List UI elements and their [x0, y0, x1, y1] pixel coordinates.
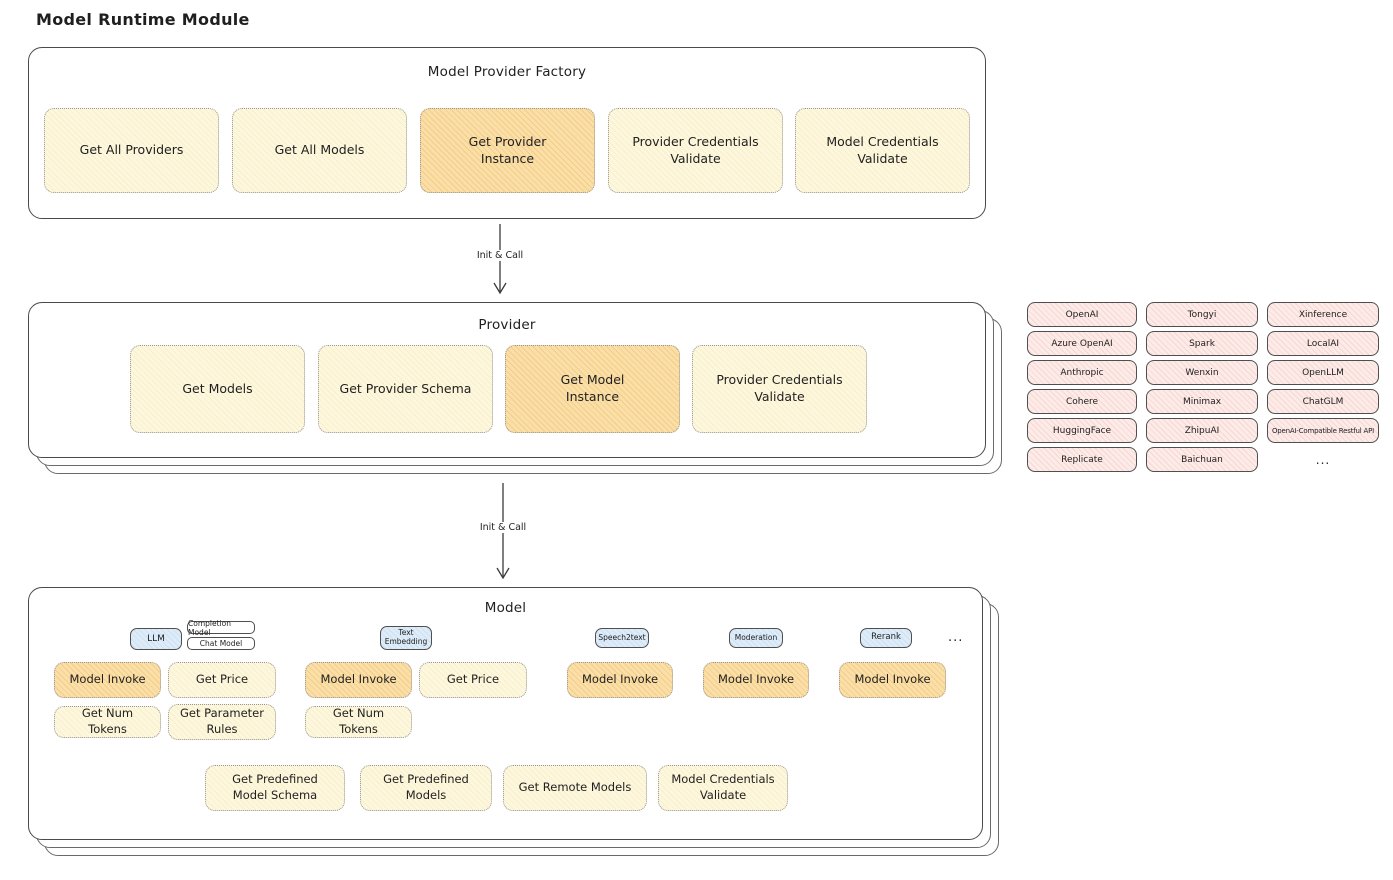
tag-speech2text: Speech2text	[595, 628, 649, 648]
provider-chip-openllm: OpenLLM	[1267, 360, 1379, 385]
model-panel-title: Model	[484, 600, 527, 616]
node-llm-get-parameter-rules: Get Parameter Rules	[168, 704, 276, 740]
tag-moderation: Moderation	[729, 628, 783, 648]
node-embedding-model-invoke: Model Invoke	[305, 662, 412, 698]
provider-chip-cohere: Cohere	[1027, 389, 1137, 414]
node-get-model-instance: Get Model Instance	[505, 345, 680, 433]
provider-chip-zhipuai: ZhipuAI	[1146, 418, 1258, 443]
provider-chip-anthropic: Anthropic	[1027, 360, 1137, 385]
tag-completion-model: Completion Model	[187, 619, 255, 637]
provider-chip-xinference: Xinference	[1267, 302, 1379, 327]
tag-chat-model: Chat Model	[187, 637, 255, 650]
provider-chip-tongyi: Tongyi	[1146, 302, 1258, 327]
provider-chips-ellipsis: ...	[1315, 452, 1331, 467]
node-get-provider-instance: Get Provider Instance	[420, 108, 595, 193]
node-get-provider-schema: Get Provider Schema	[318, 345, 493, 433]
node-moderation-model-invoke: Model Invoke	[703, 662, 809, 698]
factory-panel-title: Model Provider Factory	[427, 64, 587, 80]
provider-chip-openai: OpenAI	[1027, 302, 1137, 327]
node-get-remote-models: Get Remote Models	[503, 765, 647, 811]
model-types-ellipsis: ...	[948, 630, 964, 645]
node-embedding-get-num-tokens: Get Num Tokens	[305, 706, 412, 738]
diagram-title: Model Runtime Module	[36, 10, 250, 29]
node-get-predefined-model-schema: Get Predefined Model Schema	[205, 765, 345, 811]
provider-chip-minimax: Minimax	[1146, 389, 1258, 414]
node-llm-get-price: Get Price	[168, 662, 276, 698]
provider-chip-chatglm: ChatGLM	[1267, 389, 1379, 414]
provider-chip-spark: Spark	[1146, 331, 1258, 356]
node-factory-model-credentials-validate: Model Credentials Validate	[795, 108, 970, 193]
node-get-all-providers: Get All Providers	[44, 108, 219, 193]
node-get-models: Get Models	[130, 345, 305, 433]
node-model-credentials-validate: Model Credentials Validate	[658, 765, 788, 811]
tag-llm: LLM	[130, 628, 182, 650]
node-rerank-model-invoke: Model Invoke	[839, 662, 946, 698]
arrow-label-init-call-1: Init & Call	[471, 250, 529, 261]
node-get-predefined-models: Get Predefined Models	[360, 765, 492, 811]
node-factory-provider-credentials-validate: Provider Credentials Validate	[608, 108, 783, 193]
node-provider-credentials-validate: Provider Credentials Validate	[692, 345, 867, 433]
node-get-all-models: Get All Models	[232, 108, 407, 193]
provider-chip-baichuan: Baichuan	[1146, 447, 1258, 472]
provider-panel-title: Provider	[478, 317, 536, 333]
provider-chip-wenxin: Wenxin	[1146, 360, 1258, 385]
provider-chip-grid: OpenAI Tongyi Xinference Azure OpenAI Sp…	[1027, 302, 1379, 472]
tag-text-embedding: Text Embedding	[380, 626, 432, 650]
tag-rerank: Rerank	[860, 628, 912, 648]
node-llm-model-invoke: Model Invoke	[54, 662, 161, 698]
node-speech2text-model-invoke: Model Invoke	[567, 662, 673, 698]
provider-chip-replicate: Replicate	[1027, 447, 1137, 472]
node-embedding-get-price: Get Price	[419, 662, 527, 698]
provider-chip-localai: LocalAI	[1267, 331, 1379, 356]
provider-chip-azure-openai: Azure OpenAI	[1027, 331, 1137, 356]
node-llm-get-num-tokens: Get Num Tokens	[54, 706, 161, 738]
provider-chip-huggingface: HuggingFace	[1027, 418, 1137, 443]
provider-chip-openai-compatible: OpenAI-Compatible Restful API	[1267, 418, 1379, 443]
arrow-label-init-call-2: Init & Call	[474, 522, 532, 533]
